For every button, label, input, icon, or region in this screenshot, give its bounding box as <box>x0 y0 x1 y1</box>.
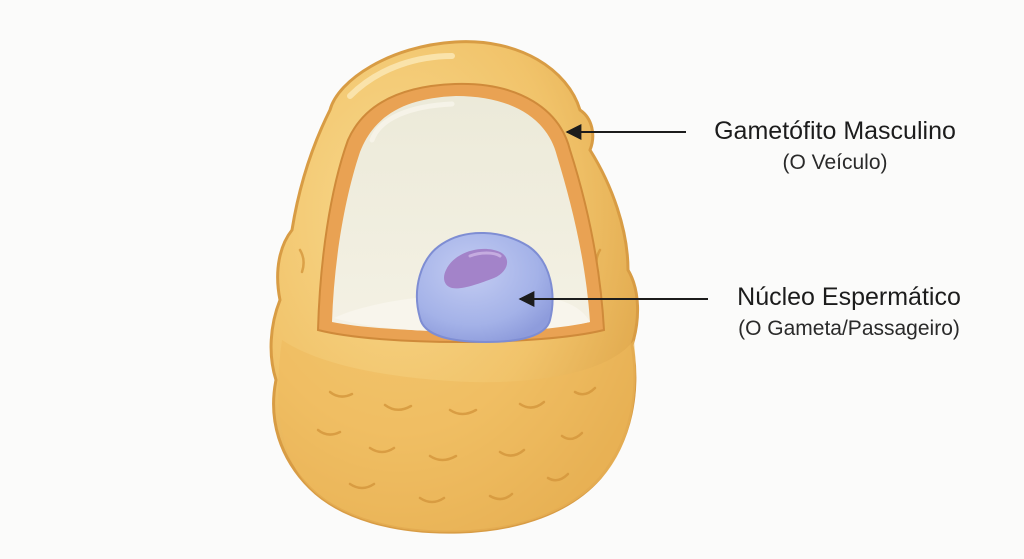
nucleolus <box>444 248 508 289</box>
label-gametofito-subtitle: (O Veículo) <box>782 151 888 174</box>
label-nucleo-espermatico: Núcleo Espermático (O Gameta/Passageiro) <box>706 282 992 341</box>
sperm-nucleus <box>416 232 554 344</box>
label-nucleo-subtitle: (O Gameta/Passageiro) <box>738 317 960 340</box>
label-nucleo-title: Núcleo Espermático <box>737 283 961 311</box>
label-gametofito-title: Gametófito Masculino <box>714 117 956 145</box>
wall-texture <box>298 248 602 504</box>
label-gametofito-masculino: Gametófito Masculino (O Veículo) <box>690 116 980 175</box>
